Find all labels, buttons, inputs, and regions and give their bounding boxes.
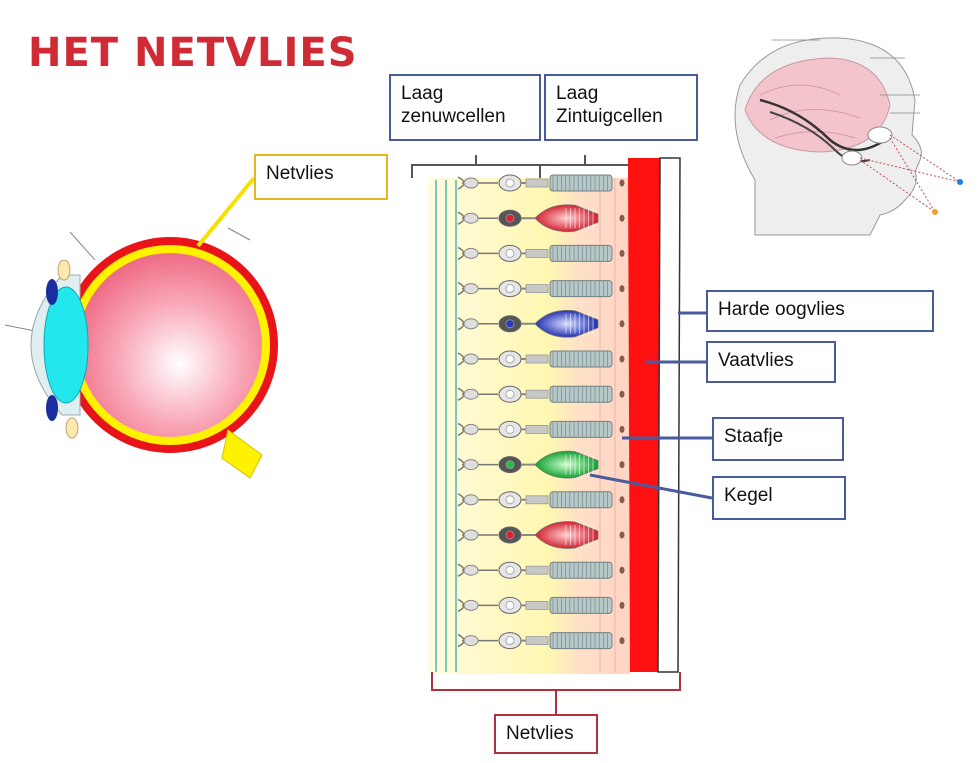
iris-top — [46, 279, 58, 305]
optic-nerve — [221, 429, 263, 479]
rod-cell — [457, 350, 625, 368]
cone-cell — [457, 309, 625, 338]
rod-cell — [457, 596, 625, 614]
lens — [43, 286, 89, 404]
rod-cell — [457, 385, 625, 403]
cone-cell — [457, 204, 625, 233]
vitreous-body — [78, 253, 262, 437]
sclera-band — [657, 157, 681, 673]
retina-cross-section — [411, 155, 681, 715]
cone-cell — [457, 450, 625, 479]
iris-bottom — [46, 395, 58, 421]
label-layer-sense-cells: Laag Zintuigcellen — [544, 74, 698, 141]
cell-rows — [457, 174, 625, 650]
cone-cell — [457, 521, 625, 549]
rod-cell — [457, 174, 625, 192]
label-vaatvlies: Vaatvlies — [706, 341, 836, 383]
pointer-kegel — [589, 473, 713, 500]
rod-cell — [457, 280, 625, 298]
label-netvlies-eye: Netvlies — [254, 154, 388, 200]
page-title: HET NETVLIES — [28, 30, 358, 76]
label-staafje: Staafje — [712, 417, 844, 461]
label-layer-nerve-cells: Laag zenuwcellen — [389, 74, 541, 141]
rod-cell — [457, 561, 625, 579]
label-harde-oogvlies: Harde oogvlies — [706, 290, 934, 332]
choroid-band — [628, 158, 660, 672]
brace-nerve-layer — [411, 155, 541, 178]
brace-retina — [431, 672, 681, 715]
label-kegel: Kegel — [712, 476, 846, 520]
head-illustration — [734, 37, 963, 236]
rod-cell — [457, 491, 625, 509]
netvlies-eye-pointer — [196, 176, 256, 248]
rod-cell — [457, 632, 625, 650]
label-netvlies-retina: Netvlies — [494, 714, 598, 754]
eye-cross-section — [4, 227, 278, 479]
rod-cell — [457, 244, 625, 262]
rod-cell — [457, 420, 625, 438]
